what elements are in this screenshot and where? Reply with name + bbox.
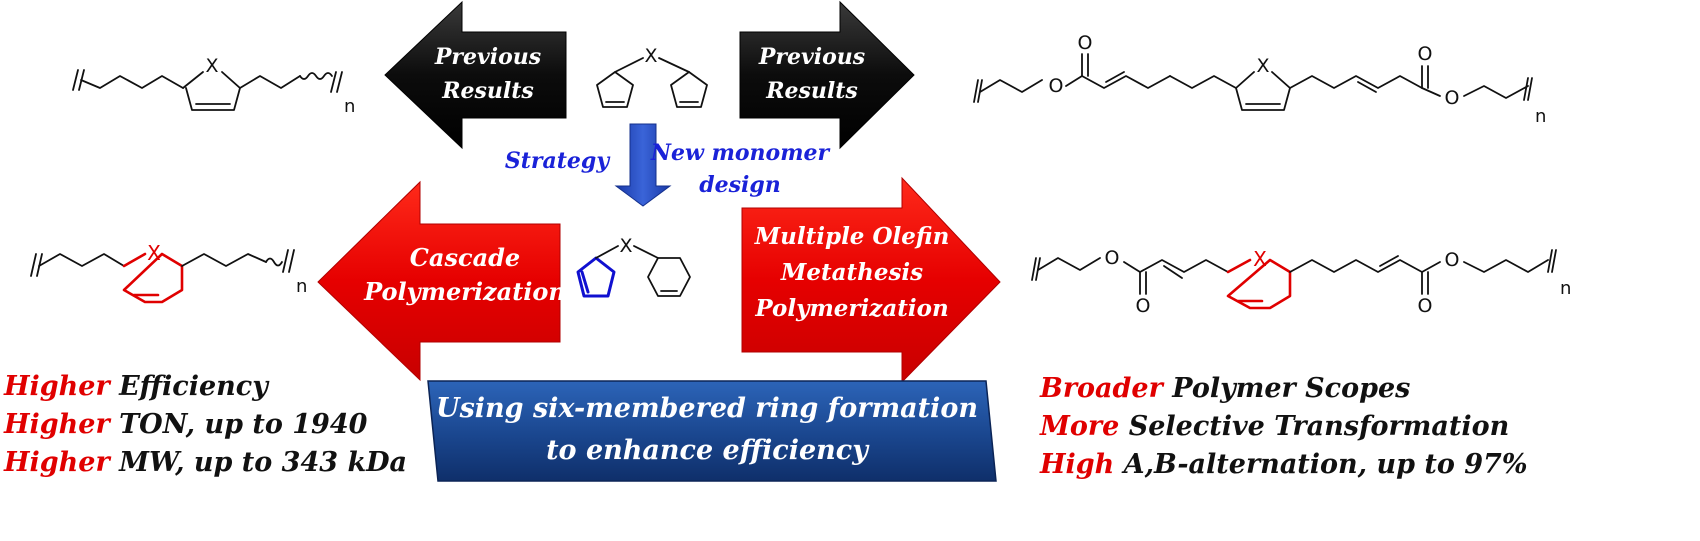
right-point-emph: More	[1040, 411, 1120, 442]
atom-o: O	[1078, 32, 1093, 54]
banner: Using six-membered ring formation to enh…	[428, 388, 986, 472]
atom-o: O	[1136, 295, 1151, 317]
right-point-emph: Broader	[1040, 373, 1163, 404]
atom-x: X	[644, 45, 657, 67]
previous-left-line1: Previous	[434, 44, 541, 70]
atom-x: X	[205, 55, 218, 77]
left-point-emph: Higher	[4, 447, 110, 478]
polymer-middle-left: X n	[30, 241, 307, 304]
atom-o: O	[1049, 75, 1064, 97]
right-point: Broader Polymer Scopes	[1040, 370, 1528, 408]
right-advantages: Broader Polymer Scopes More Selective Tr…	[1040, 370, 1528, 484]
right-point-text: A,B-alternation, up to 97%	[1114, 449, 1528, 480]
strategy-down-arrow	[614, 123, 672, 207]
previous-right-line2: Results	[765, 78, 858, 104]
atom-x: X	[619, 235, 632, 257]
atom-o: O	[1105, 247, 1120, 269]
subscript-n: n	[1560, 278, 1571, 299]
monomer-middle-cyclopentenyl-cyclohexenyl: X	[576, 235, 691, 298]
cascade-line1: Cascade	[410, 243, 520, 272]
subscript-n: n	[296, 276, 307, 297]
mom-line1: Multiple Olefin	[754, 223, 950, 250]
mom-line3: Polymerization	[754, 295, 948, 322]
banner-line2: to enhance efficiency	[546, 435, 868, 466]
polymer-top-left: X n	[72, 55, 355, 117]
left-point-text: TON, up to 1940	[109, 409, 368, 440]
atom-o: O	[1445, 249, 1460, 271]
atom-o: O	[1445, 87, 1460, 109]
strategy-label: Strategy	[505, 148, 611, 174]
arrow-previous-left: Previous Results	[384, 0, 567, 150]
atom-o: O	[1418, 295, 1433, 317]
right-point: High A,B-alternation, up to 97%	[1040, 446, 1528, 484]
subscript-n: n	[344, 96, 355, 117]
left-point-text: Efficiency	[109, 371, 268, 402]
left-point: Higher Efficiency	[4, 368, 407, 406]
banner-shape	[427, 380, 997, 482]
monomer-top-dicyclopentenyl: X	[596, 45, 708, 108]
left-point-emph: Higher	[4, 371, 110, 402]
new-monomer-design-line1: New monomer	[650, 140, 831, 166]
atom-o: O	[1418, 43, 1433, 65]
polymer-top-right: O O X O O n	[973, 32, 1546, 127]
banner-line1: Using six-membered ring formation	[436, 393, 978, 424]
left-point-emph: Higher	[4, 409, 110, 440]
arrow-cascade: Cascade Polymerization	[317, 180, 566, 382]
subscript-n: n	[1535, 106, 1546, 127]
atom-x: X	[147, 241, 161, 265]
right-point-text: Selective Transformation	[1119, 411, 1510, 442]
left-advantages: Higher Efficiency Higher TON, up to 1940…	[4, 368, 407, 482]
right-point-emph: High	[1040, 449, 1115, 480]
cascade-line2: Polymerization	[363, 277, 566, 306]
left-point-text: MW, up to 343 kDa	[109, 447, 408, 478]
atom-x: X	[1256, 55, 1269, 77]
mom-line2: Metathesis	[780, 259, 923, 286]
new-monomer-design-line2: design	[699, 172, 781, 198]
left-point: Higher TON, up to 1940	[4, 406, 407, 444]
right-point: More Selective Transformation	[1040, 408, 1528, 446]
right-point-text: Polymer Scopes	[1162, 373, 1411, 404]
previous-right-line1: Previous	[758, 44, 865, 70]
left-point: Higher MW, up to 343 kDa	[4, 444, 407, 482]
atom-x: X	[1253, 247, 1267, 271]
arrow-multiple-olefin: Multiple Olefin Metathesis Polymerizatio…	[741, 176, 1001, 384]
previous-left-line2: Results	[441, 78, 534, 104]
arrow-previous-right: Previous Results	[739, 0, 915, 150]
polymer-middle-right: O O X O O n	[1031, 247, 1571, 317]
